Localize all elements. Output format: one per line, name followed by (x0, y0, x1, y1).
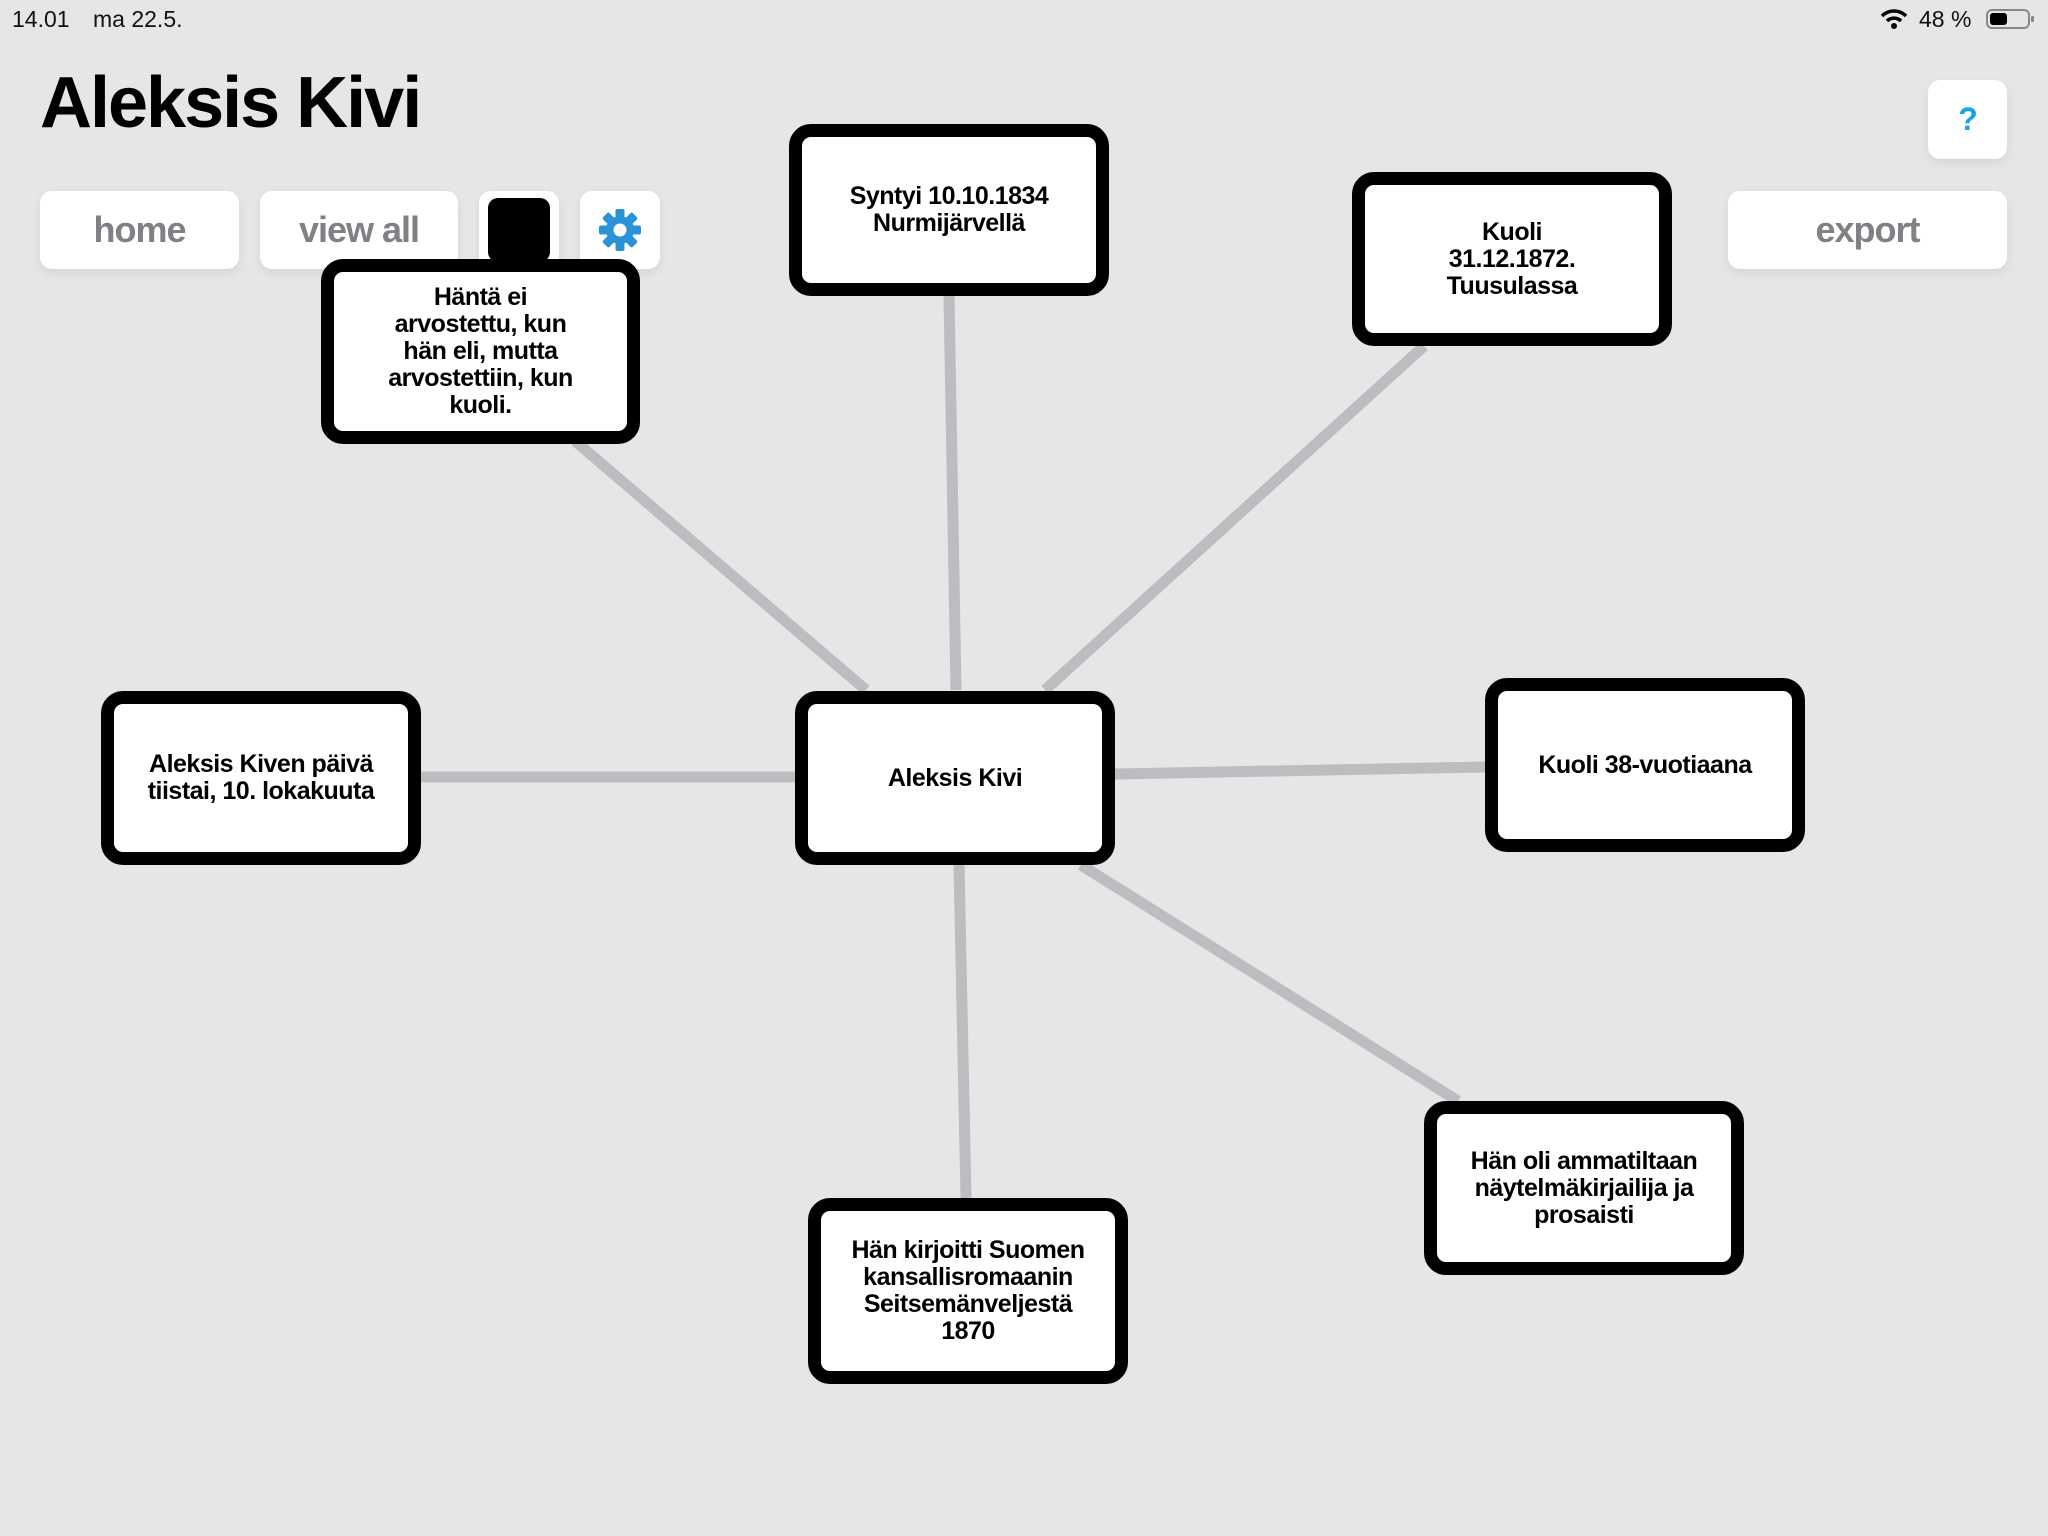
color-picker-button[interactable] (479, 191, 559, 269)
node-text: Syntyi 10.10.1834 Nurmijärvellä (849, 182, 1049, 237)
home-button[interactable]: home (40, 191, 239, 269)
link-line (571, 436, 870, 695)
gear-icon (599, 209, 641, 251)
wifi-icon (1880, 8, 1908, 30)
mindmap-node[interactable]: Syntyi 10.10.1834 Nurmijärvellä (789, 124, 1109, 296)
mindmap-center-node[interactable]: Aleksis Kivi (795, 691, 1115, 865)
link-line (943, 295, 962, 691)
mindmap-node[interactable]: Aleksis Kiven päivä tiistai, 10. lokakuu… (101, 691, 421, 865)
mindmap-node[interactable]: Häntä ei arvostettu, kun hän eli, mutta … (321, 259, 640, 444)
mindmap-node[interactable]: Kuoli 31.12.1872. Tuusulassa (1352, 172, 1672, 346)
color-swatch (488, 198, 550, 262)
battery-percent: 48 % (1919, 6, 1972, 32)
mindmap-node[interactable]: Kuoli 38-vuotiaana (1485, 678, 1805, 852)
status-date: ma 22.5. (93, 6, 183, 32)
node-text: Hän oli ammatiltaan näytelmäkirjailija j… (1470, 1146, 1698, 1229)
node-text: Kuoli 38-vuotiaana (1538, 750, 1752, 779)
node-text: Aleksis Kiven päivä tiistai, 10. lokakuu… (147, 750, 375, 805)
mindmap-node[interactable]: Hän kirjoitti Suomen kansallisromaanin S… (808, 1198, 1128, 1384)
page-title: Aleksis Kivi (40, 63, 422, 143)
settings-button[interactable] (580, 191, 660, 269)
link-line (1114, 761, 1486, 780)
battery-icon (1986, 9, 2034, 29)
export-button[interactable]: export (1728, 191, 2007, 269)
help-button[interactable]: ? (1928, 80, 2007, 159)
node-text: Hän kirjoitti Suomen kansallisromaanin S… (851, 1236, 1085, 1345)
link-line (1041, 341, 1428, 695)
node-text: Kuoli 31.12.1872. Tuusulassa (1446, 217, 1578, 300)
link-line (953, 864, 972, 1199)
mindmap-node[interactable]: Hän oli ammatiltaan näytelmäkirjailija j… (1424, 1101, 1744, 1275)
link-line (1078, 860, 1461, 1106)
node-text: Aleksis Kivi (887, 763, 1023, 792)
view-all-button[interactable]: view all (260, 191, 458, 269)
node-text: Häntä ei arvostettu, kun hän eli, mutta … (388, 283, 573, 419)
status-time: 14.01 (12, 6, 70, 32)
